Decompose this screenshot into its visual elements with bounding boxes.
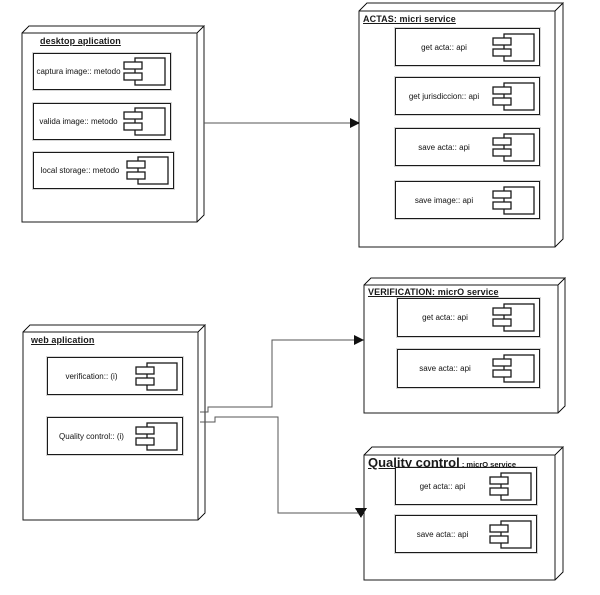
uml-component-icon xyxy=(489,519,532,549)
uml-component-icon xyxy=(135,421,178,451)
component-label: save acta:: api xyxy=(419,364,471,373)
node-title-verification-service: VERIFICATION: micrO service xyxy=(368,287,499,297)
component-captura-image[interactable]: captura image:: metodo xyxy=(33,53,171,90)
node-title-main: Quality control xyxy=(368,455,460,470)
component-label: valida image:: metodo xyxy=(39,117,118,126)
component-label: get acta:: api xyxy=(419,481,466,491)
component-label: save acta:: api xyxy=(418,142,470,152)
node-title-desktop-application: desktop aplication xyxy=(40,36,121,46)
uml-component-icon xyxy=(492,81,535,111)
uml-component-icon xyxy=(489,471,532,501)
component-label: get acta:: api xyxy=(422,313,468,322)
uml-component-icon xyxy=(492,185,535,215)
component-label: get acta:: api xyxy=(421,42,467,52)
uml-component-icon xyxy=(123,57,166,86)
component-get-acta-actas[interactable]: get acta:: api xyxy=(395,28,540,66)
node-title-suffix: : micrO service xyxy=(459,460,517,469)
uml-component-icon xyxy=(492,303,535,332)
uml-component-icon xyxy=(123,107,166,136)
component-get-jurisdiccion[interactable]: get jurisdiccion:: api xyxy=(395,77,540,115)
component-save-image[interactable]: save image:: api xyxy=(395,181,540,219)
component-get-acta-quality[interactable]: get acta:: api xyxy=(395,467,537,505)
component-quality-control[interactable]: Quality control:: (i) xyxy=(47,417,183,455)
uml-component-icon xyxy=(492,132,535,162)
component-label: get jurisdiccion:: api xyxy=(408,91,480,101)
connector-web-to-verification xyxy=(200,335,364,413)
node-title-quality-control-service: Quality control : micrO service xyxy=(368,454,516,472)
connector-web-to-quality-control xyxy=(200,416,367,518)
component-label: captura image:: metodo xyxy=(36,67,121,76)
uml-component-icon xyxy=(135,361,178,391)
uml-component-icon xyxy=(126,156,169,185)
arrowhead-right xyxy=(350,118,360,128)
component-save-acta-quality[interactable]: save acta:: api xyxy=(395,515,537,553)
component-save-acta-verification[interactable]: save acta:: api xyxy=(397,349,540,388)
uml-component-icon xyxy=(492,32,535,62)
uml-component-icon xyxy=(492,354,535,383)
component-valida-image[interactable]: valida image:: metodo xyxy=(33,103,171,140)
node-title-actas-service: ACTAS: micri service xyxy=(363,14,456,24)
component-local-storage[interactable]: local storage:: metodo xyxy=(33,152,174,189)
arrowhead-down xyxy=(355,508,367,518)
connector-desktop-to-actas xyxy=(204,118,360,128)
component-get-acta-verification[interactable]: get acta:: api xyxy=(397,298,540,337)
component-label: save acta:: api xyxy=(416,529,469,539)
component-save-acta-actas[interactable]: save acta:: api xyxy=(395,128,540,166)
component-label: save image:: api xyxy=(414,195,474,205)
component-label: Quality control:: (i) xyxy=(59,431,124,441)
component-label: verification:: (i) xyxy=(65,371,118,381)
node-title-web-application: web aplication xyxy=(31,335,95,345)
arrowhead-right xyxy=(354,335,364,345)
component-label: local storage:: metodo xyxy=(40,166,120,175)
component-verification[interactable]: verification:: (i) xyxy=(47,357,183,395)
